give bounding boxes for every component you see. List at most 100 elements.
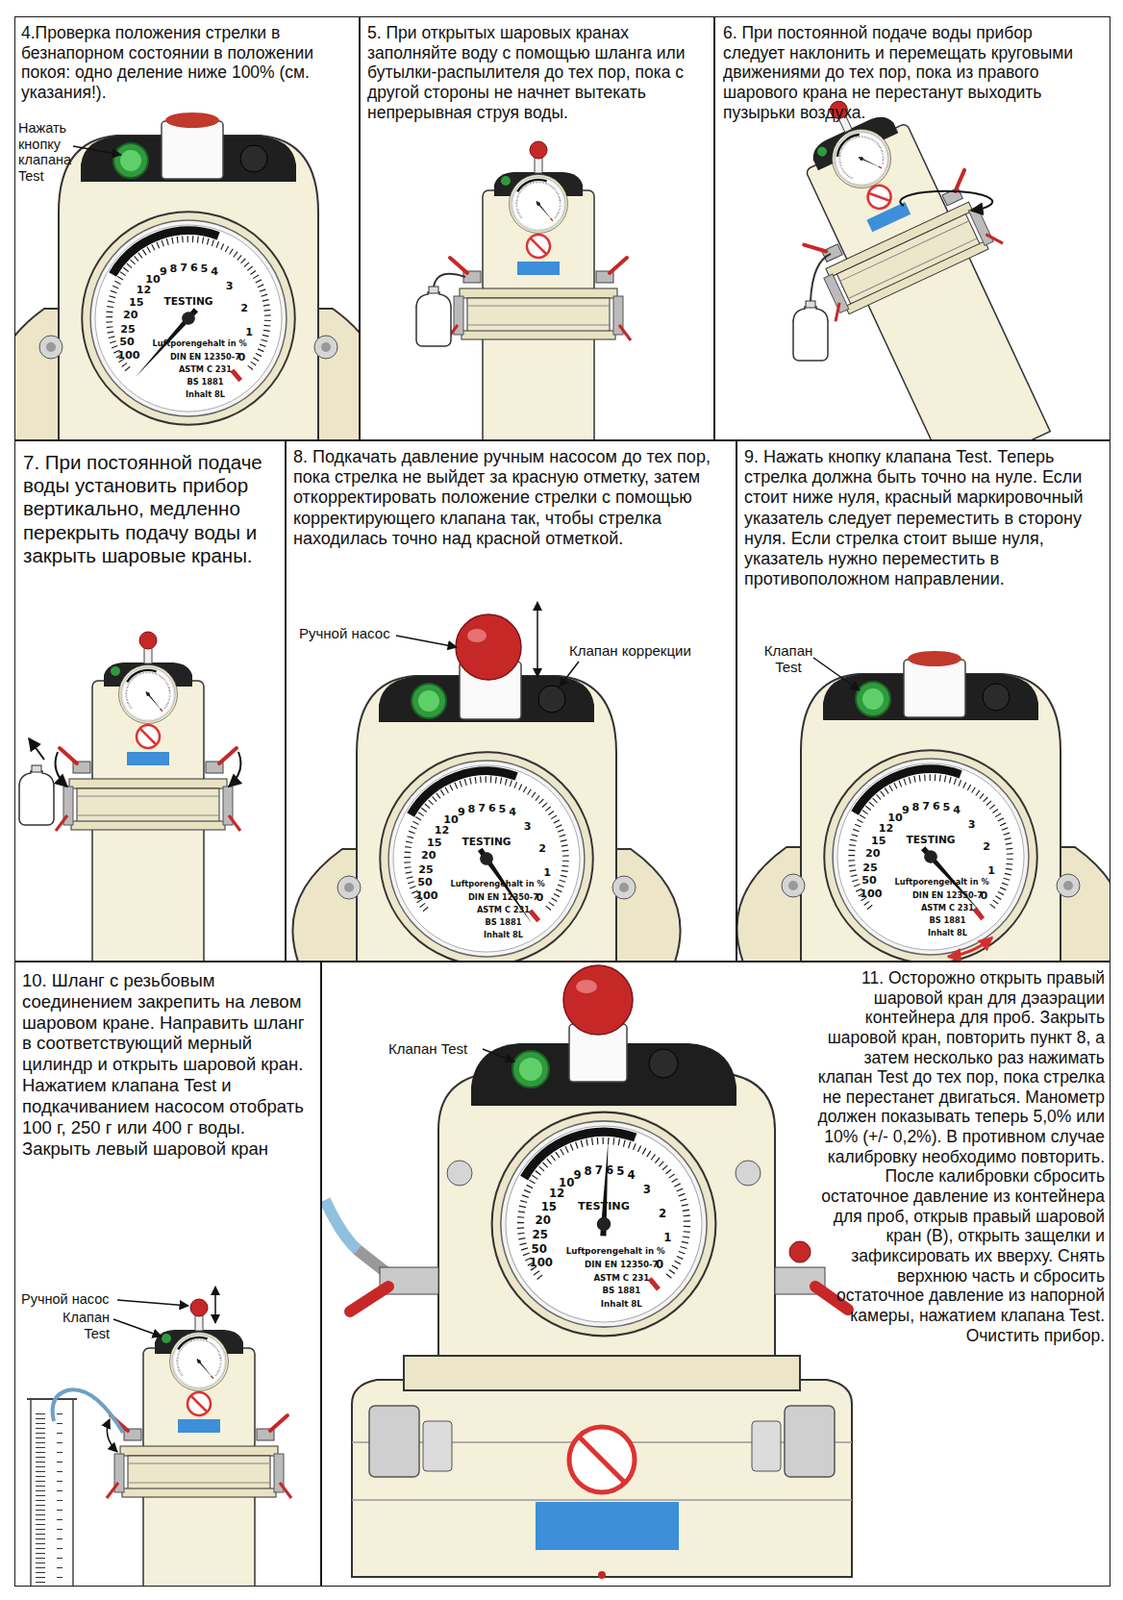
gauge-scale-number: 20	[535, 1215, 551, 1227]
gauge-scale-number: 6	[488, 802, 497, 814]
gauge-inscription: Inhalt 8L	[185, 389, 225, 398]
gauge-inscription: BS 1881	[601, 1286, 641, 1296]
gauge-inscription: ASTM C 231	[178, 365, 232, 374]
gauge-scale-number: 6	[190, 262, 199, 274]
gauge-scale-number: 3	[643, 1184, 651, 1197]
gauge-scale-number: 4	[210, 267, 219, 278]
device-large	[596, 1140, 616, 1236]
gauge-scale-number: 15	[541, 1201, 557, 1214]
device-large	[351, 1379, 852, 1577]
leader-arrow	[73, 146, 860, 1337]
gauge-inscription: BS 1881	[928, 916, 966, 924]
gauge-scale-number: 7	[477, 802, 486, 814]
gauge-scale-number: 10	[558, 1177, 574, 1190]
gauge-scale-number: 3	[968, 819, 976, 830]
gauge-scale-number: 4	[508, 807, 517, 819]
callout-label: Нажать кнопку клапана Test	[18, 120, 78, 185]
gauge-scale-number: 6	[932, 800, 941, 812]
step-7-illustration	[19, 765, 54, 825]
gauge-scale-number: 100	[117, 349, 140, 361]
gauge-scale-number: 25	[120, 324, 136, 335]
step-instruction: 8. Подкачать давление ручным насосом до …	[293, 447, 734, 550]
gauge-scale-number: 25	[418, 864, 434, 875]
device-large	[563, 965, 633, 1035]
step-11-illustration	[324, 965, 852, 1579]
step-instruction: 4.Проверка положения стрелки в безнапорн…	[21, 23, 354, 103]
step-10-illustration	[106, 1298, 292, 1600]
gauge-brand: TESTING	[461, 836, 511, 848]
callout-label: Клапан коррекции	[569, 642, 724, 659]
leader-arrow	[482, 1048, 515, 1062]
device-large	[324, 1199, 358, 1250]
device-large	[784, 1405, 835, 1477]
step-instruction: 11. Осторожно открыть правый шаровой кра…	[816, 968, 1105, 1346]
gauge-scale-number: 5	[943, 801, 951, 813]
gauge-scale-number: 8	[912, 801, 921, 813]
gauge-scale-number: 7	[595, 1165, 603, 1177]
gauge-scale-number: 3	[524, 821, 532, 832]
gauge-inscription: DIN EN 12350-7	[468, 893, 539, 901]
step-instruction: 7. При постоянной подаче воды установить…	[23, 450, 275, 568]
callout-label: Ручной насос	[21, 1291, 127, 1308]
step-6-illustration	[751, 63, 1084, 495]
gauge-scale-number: 50	[417, 877, 433, 889]
device-large	[512, 1050, 550, 1088]
gauge-scale-number: 12	[136, 284, 152, 296]
step-8-illustration	[455, 614, 522, 680]
device-large	[324, 965, 852, 1579]
device-large	[349, 1286, 389, 1312]
step-panel: 7. При постоянной подаче воды установить…	[14, 440, 286, 962]
gauge-inscription: Luftporengehalt in %	[152, 339, 248, 348]
step-6-illustration	[751, 63, 1084, 495]
gauge-scale-number: 100	[859, 888, 882, 899]
device-large	[575, 979, 598, 994]
leader-arrow	[396, 635, 457, 648]
gauge-inscription: DIN EN 12350-7	[170, 352, 241, 361]
device-large	[735, 1160, 761, 1186]
gauge-scale-number: 50	[861, 875, 877, 887]
step-instruction: 5. При открытых шаровых кранах заполняйт…	[367, 23, 706, 123]
gauge-scale-number: 5	[499, 803, 507, 815]
device-large	[519, 1057, 543, 1081]
device-large	[598, 1571, 606, 1579]
gauge-inscription: ASTM C 231	[476, 905, 530, 914]
gauge-scale-number: 1	[663, 1232, 672, 1245]
device-large	[578, 1436, 625, 1483]
leader-arrow	[559, 661, 579, 687]
step-9-illustration	[907, 650, 962, 667]
measuring-cylinder	[56, 1413, 63, 1587]
gauge-scale-number: 9	[457, 807, 466, 819]
device-large	[492, 1112, 717, 1337]
gauge-scale-number: 8	[170, 263, 178, 275]
measuring-cylinder	[30, 1398, 74, 1592]
step-panel: 6. При постоянной подаче воды прибор сле…	[714, 16, 1111, 441]
device-large	[492, 1112, 717, 1337]
gauge-scale-number: 2	[240, 303, 249, 315]
step-instruction: 10. Шланг с резьбовым соединением закреп…	[22, 970, 313, 1159]
gauge-inscription: DIN EN 12350-7	[912, 891, 983, 899]
step-8-illustration	[292, 601, 680, 1109]
motion-arrow	[28, 738, 45, 760]
gauge-scale-number: 1	[245, 326, 253, 338]
gauge-scale-number: 8	[468, 803, 476, 815]
gauge-scale-number: 4	[952, 805, 961, 817]
step-10-illustration	[106, 1298, 292, 1600]
callout-label: Клапан Test	[761, 642, 816, 676]
motion-arrow	[55, 751, 68, 787]
gauge-scale-number: 15	[128, 297, 145, 308]
gauge-inscription: Inhalt 8L	[600, 1298, 643, 1308]
callout-label: Клапан Test	[38, 1309, 110, 1342]
step-7-illustration	[19, 631, 241, 1022]
step-instruction: 6. При постоянной подаче воды прибор сле…	[723, 23, 1077, 123]
step-6-illustration	[793, 300, 828, 361]
device-large	[648, 1048, 678, 1078]
device-large	[789, 1241, 811, 1263]
device-large	[423, 1421, 452, 1472]
gauge-scale-number: 50	[119, 337, 135, 349]
gauge-scale-number: 100	[415, 890, 438, 901]
bottle-nozzle	[433, 274, 466, 287]
gauge-brand: TESTING	[577, 1200, 630, 1212]
device-large	[751, 1421, 781, 1472]
